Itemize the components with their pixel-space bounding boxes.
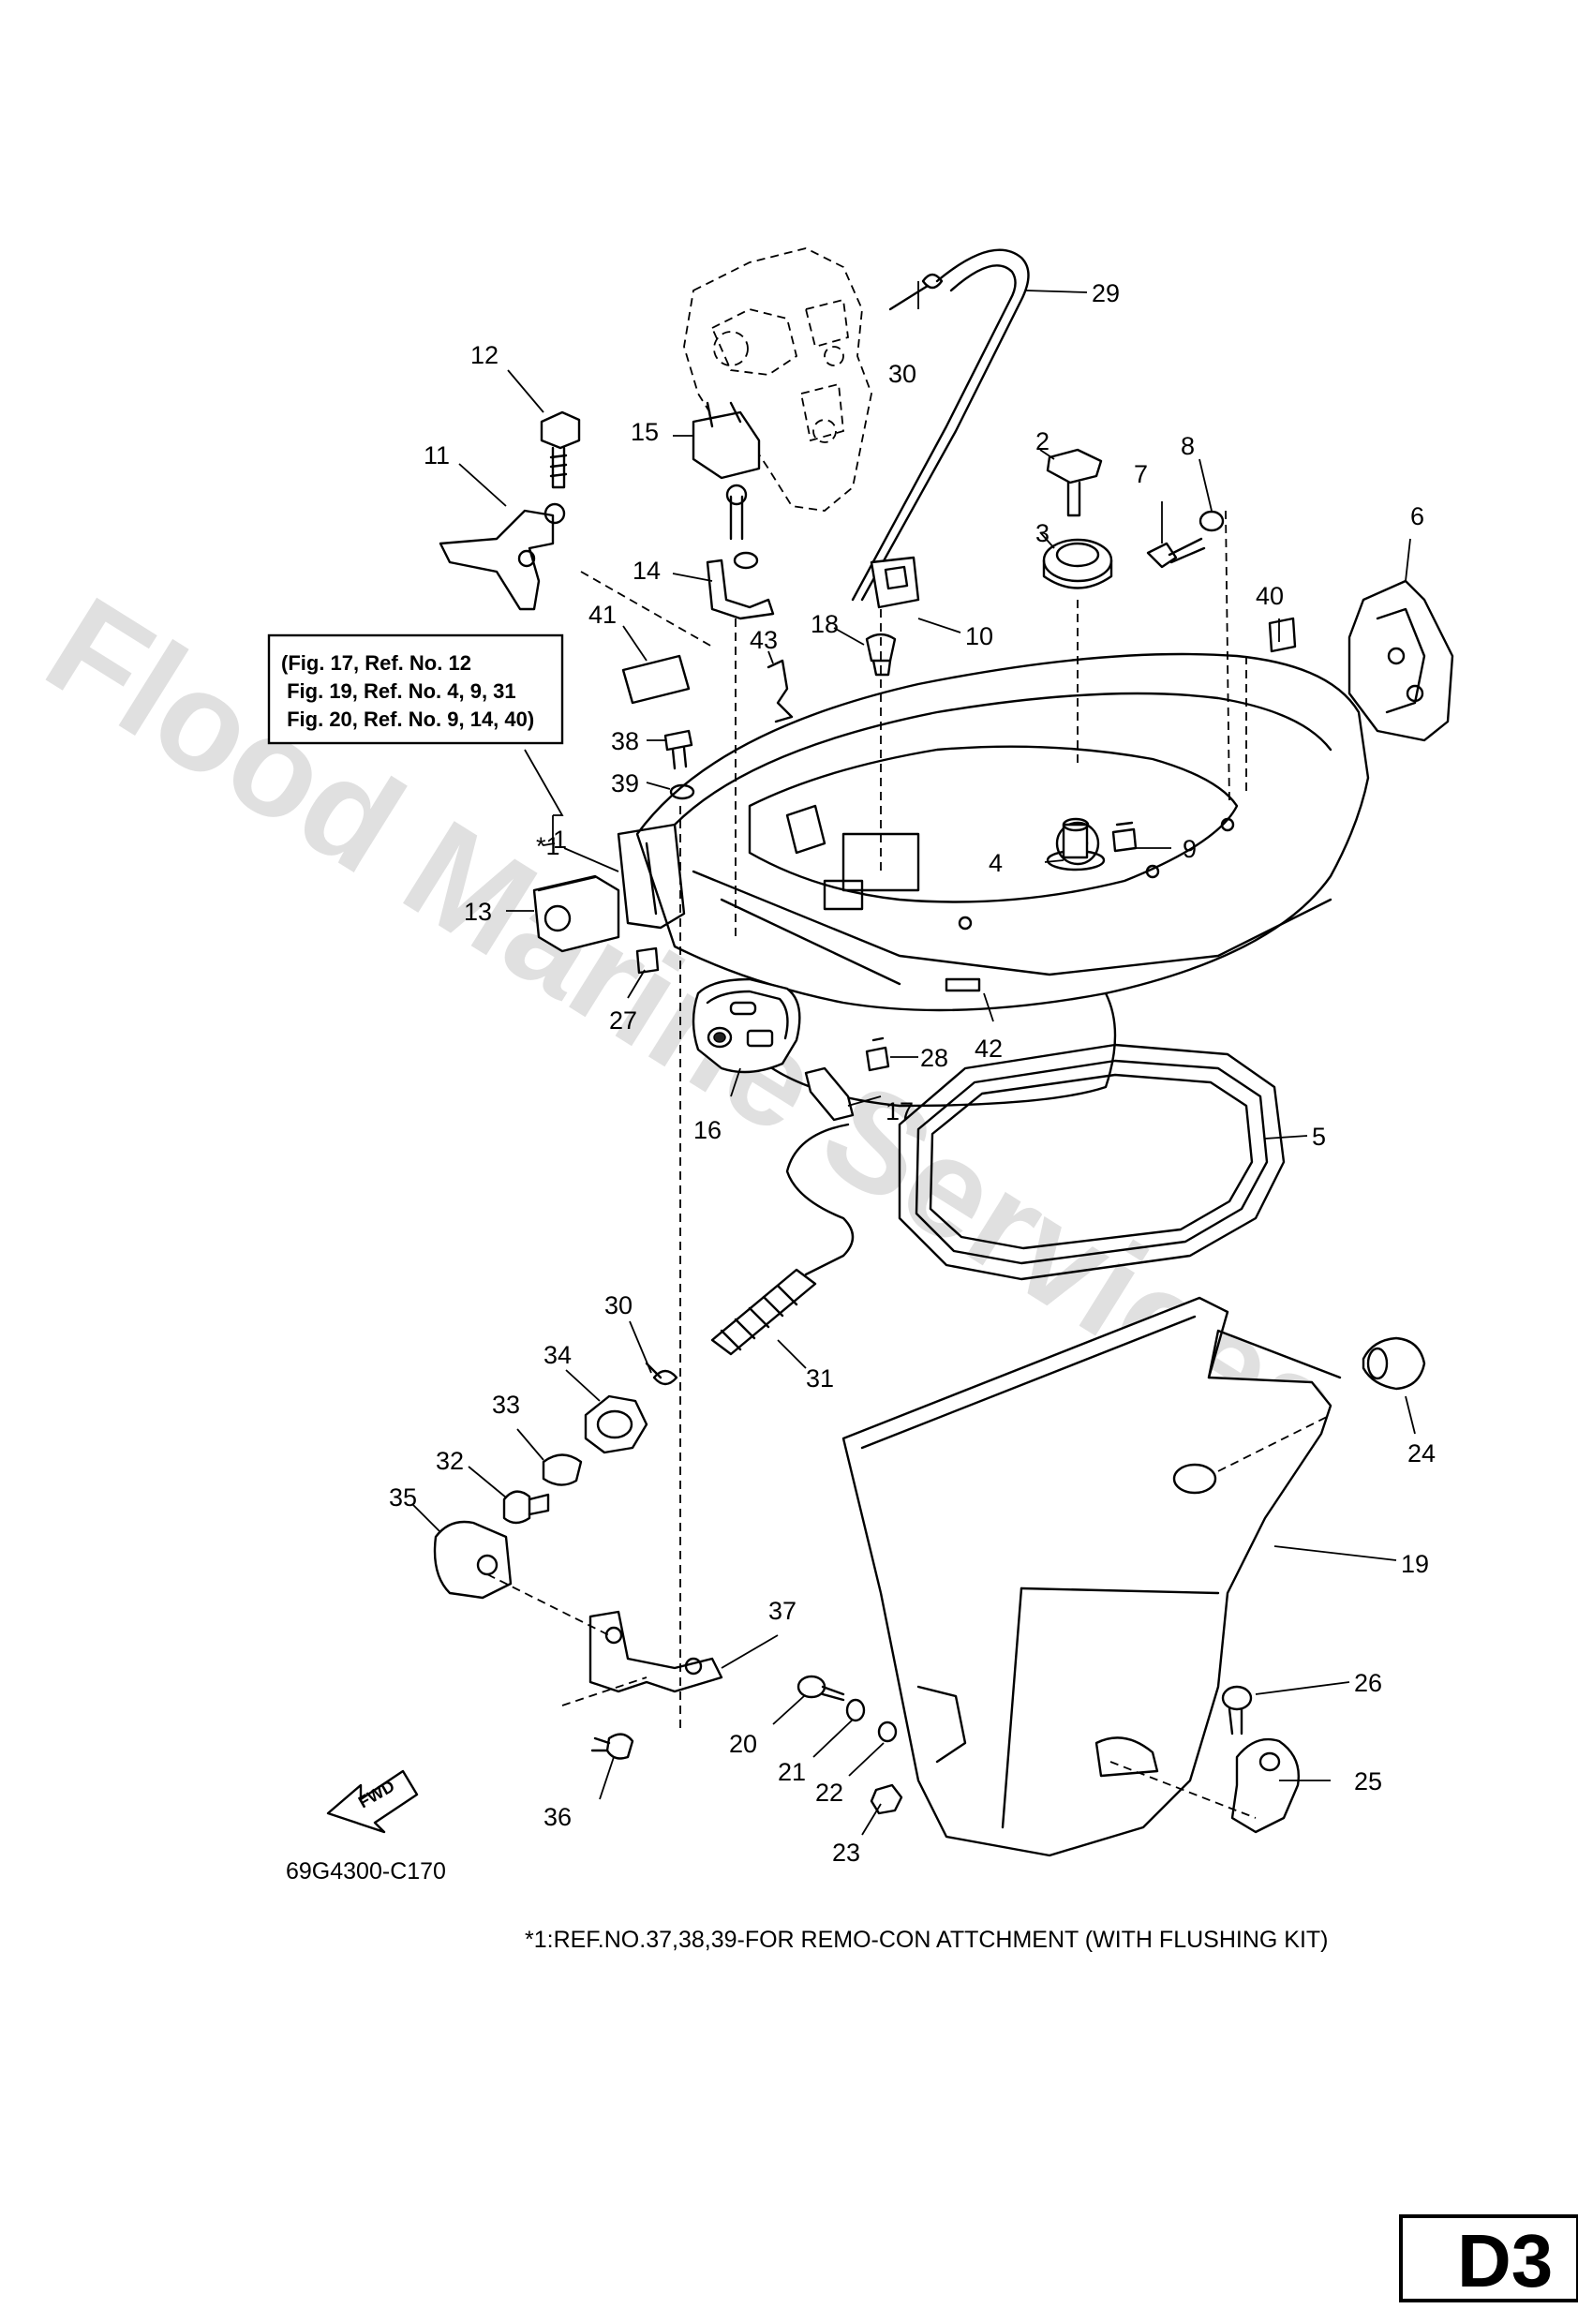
callout: 6 — [1410, 502, 1424, 530]
clip-43 — [767, 659, 794, 723]
stud-4 — [1046, 817, 1106, 872]
callout: 23 — [832, 1839, 860, 1867]
callout: 32 — [436, 1447, 464, 1475]
callout: 15 — [631, 418, 659, 446]
screw-26 — [1221, 1685, 1253, 1736]
hose-clip-30 — [888, 273, 944, 311]
fwd-arrow: FWD — [326, 1769, 419, 1834]
callout: 19 — [1401, 1550, 1429, 1578]
nut-34 — [584, 1394, 648, 1454]
gasket-5 — [898, 1043, 1286, 1281]
callout: 8 — [1181, 432, 1195, 460]
callout: 9 — [1183, 835, 1197, 863]
bracket-14 — [706, 484, 775, 620]
screw-36 — [590, 1733, 634, 1760]
washer-33 — [542, 1453, 583, 1486]
callout: 29 — [1092, 279, 1120, 307]
callout: 4 — [989, 849, 1003, 877]
callout: 2 — [1035, 427, 1050, 455]
callouts: 1 2 3 4 5 6 7 8 9 10 11 12 13 14 15 16 1… — [389, 279, 1436, 1867]
bolt-2 — [1046, 448, 1103, 517]
callout: 31 — [806, 1364, 834, 1393]
callout: 42 — [975, 1035, 1003, 1063]
callout: 17 — [886, 1097, 914, 1125]
apron-19 — [841, 1296, 1342, 1857]
footnote: *1:REF.NO.37,38,39-FOR REMO-CON ATTCHMEN… — [525, 1927, 1329, 1953]
callout: 16 — [693, 1116, 722, 1144]
cover-6 — [1347, 579, 1454, 742]
callout: 1 — [553, 826, 567, 854]
callout: 7 — [1134, 460, 1148, 488]
flushing-hose — [851, 248, 1030, 602]
bottom-cowling — [617, 652, 1370, 1108]
bracket-11 — [439, 502, 566, 611]
leader-lines — [411, 281, 1416, 1836]
nut-23 — [870, 1783, 903, 1815]
grommet-10 — [870, 556, 920, 609]
callout: 27 — [609, 1006, 637, 1035]
callout: 24 — [1407, 1439, 1436, 1467]
reference-line-1: (Fig. 17, Ref. No. 12 — [281, 651, 471, 675]
grommet-18 — [865, 633, 897, 677]
label-41 — [621, 654, 691, 705]
label-40 — [1268, 617, 1297, 653]
reference-line-2: Fig. 19, Ref. No. 4, 9, 31 — [281, 679, 516, 703]
bolt-38 — [663, 729, 693, 770]
reference-box: (Fig. 17, Ref. No. 12 Fig. 19, Ref. No. … — [267, 633, 564, 745]
bolt-7 — [1146, 537, 1206, 569]
grommet-17 — [804, 1066, 855, 1122]
bolt-20 — [796, 1675, 845, 1702]
page-code-box: D3 — [1399, 2214, 1578, 2302]
callout: 28 — [920, 1044, 948, 1072]
callout: 11 — [424, 441, 450, 469]
callout: 36 — [543, 1803, 572, 1831]
callout: 41 — [588, 601, 617, 629]
cap-35 — [433, 1520, 513, 1600]
callout: 5 — [1312, 1123, 1326, 1151]
hose-clip-30-lower — [645, 1362, 678, 1386]
callout: 26 — [1354, 1669, 1382, 1697]
callout: 33 — [492, 1391, 520, 1419]
washer-8 — [1198, 510, 1225, 532]
bracket-37 — [588, 1610, 723, 1693]
callout: 35 — [389, 1483, 417, 1512]
callout: 20 — [729, 1730, 757, 1758]
switch-panel-16 — [692, 977, 801, 1074]
bracket-25 — [1230, 1737, 1300, 1834]
washer-39 — [669, 783, 695, 800]
pad-13 — [532, 874, 620, 953]
callout: 13 — [464, 898, 492, 926]
callout: 12 — [470, 341, 499, 369]
callout: 10 — [965, 622, 993, 650]
callout: 21 — [778, 1758, 806, 1786]
footnote-marker: *1 — [536, 832, 560, 860]
clip-15 — [692, 401, 761, 480]
washer-21 — [845, 1698, 866, 1722]
callout: 34 — [543, 1341, 572, 1369]
diagram-code: 69G4300-C170 — [286, 1858, 446, 1885]
callout: 3 — [1035, 519, 1050, 547]
callout: 14 — [633, 557, 661, 585]
callout: 22 — [815, 1779, 843, 1807]
callout: 39 — [611, 769, 639, 797]
bolt-12 — [540, 410, 581, 489]
callout: 40 — [1256, 582, 1284, 610]
reference-line-3: Fig. 20, Ref. No. 9, 14, 40) — [281, 708, 534, 731]
callout: 18 — [811, 610, 839, 638]
cap-27 — [635, 946, 660, 975]
fitting-32 — [502, 1490, 550, 1525]
callout: 30 — [888, 360, 916, 388]
callout: 30 — [604, 1291, 633, 1319]
plug-28 — [865, 1036, 890, 1072]
callout: 37 — [768, 1597, 796, 1625]
page-code: D3 — [1457, 2219, 1553, 2302]
callout: 25 — [1354, 1767, 1382, 1795]
cable-31 — [710, 1123, 855, 1356]
callout: 43 — [750, 626, 778, 654]
callout: 38 — [611, 727, 639, 755]
grommet-3 — [1042, 538, 1113, 589]
washer-22 — [877, 1721, 898, 1743]
grommet-24 — [1362, 1336, 1426, 1391]
